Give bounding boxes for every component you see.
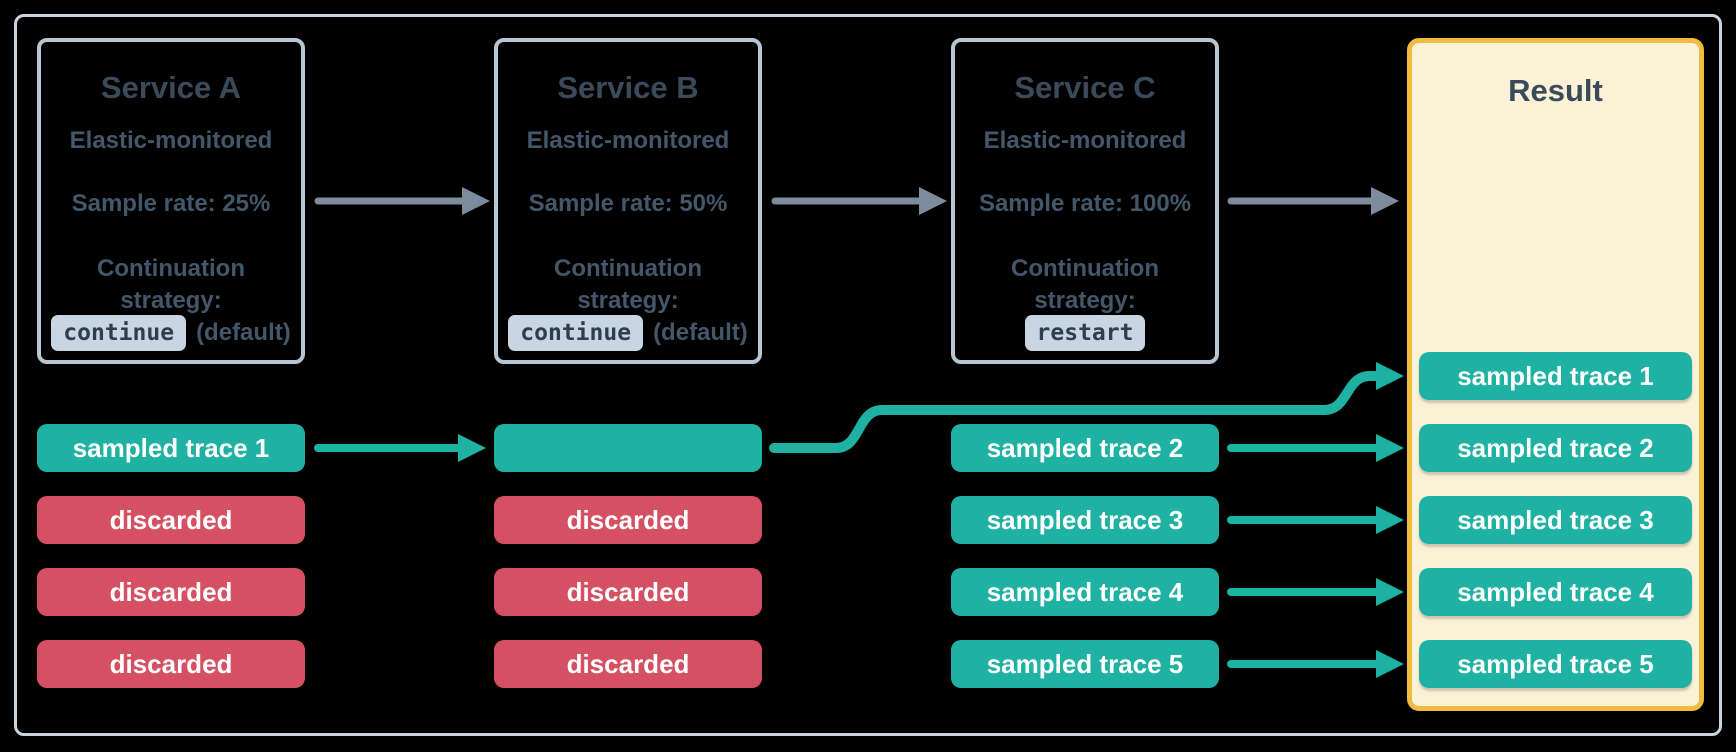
diagram-frame [14, 14, 1722, 736]
service-a-strategy-label: Continuation strategy: [97, 255, 245, 314]
service-b-strategy-label: Continuation strategy: [554, 255, 702, 314]
trace-chip-a-discarded-1: discarded [37, 496, 305, 544]
trace-chip-b-discarded-3: discarded [494, 640, 762, 688]
service-a-title: Service A [100, 70, 242, 105]
service-b-strategy-suffix: (default) [653, 319, 748, 346]
result-chip-sampled-1: sampled trace 1 [1419, 352, 1692, 400]
trace-chip-c-sampled-2: sampled trace 2 [951, 424, 1219, 472]
service-b-strategy-value: continue [508, 315, 644, 351]
service-a-strategy-row: continue (default) [41, 314, 301, 352]
service-a-strategy-suffix: (default) [196, 319, 291, 346]
trace-chip-a-discarded-2: discarded [37, 568, 305, 616]
service-a-sample-rate: Sample rate: 25% [71, 190, 271, 217]
service-b-monitoring: Elastic-monitored [526, 127, 730, 154]
result-title: Result [1508, 73, 1603, 108]
trace-chip-a-sampled-1: sampled trace 1 [37, 424, 305, 472]
trace-chip-a-discarded-3: discarded [37, 640, 305, 688]
service-c-sample-rate: Sample rate: 100% [978, 190, 1192, 217]
trace-chip-b-sampled-blank [494, 424, 762, 472]
service-c-monitoring: Elastic-monitored [983, 127, 1187, 154]
service-a-monitoring: Elastic-monitored [69, 127, 273, 154]
result-chip-sampled-4: sampled trace 4 [1419, 568, 1692, 616]
service-c-title: Service C [1014, 70, 1156, 105]
trace-chip-b-discarded-1: discarded [494, 496, 762, 544]
trace-chip-c-sampled-5: sampled trace 5 [951, 640, 1219, 688]
service-b-title: Service B [557, 70, 699, 105]
service-b-strategy-row: continue (default) [498, 314, 758, 352]
service-c-strategy-row: restart [955, 314, 1215, 352]
trace-chip-c-sampled-3: sampled trace 3 [951, 496, 1219, 544]
service-b-box: Service B Elastic-monitored Sample rate:… [494, 38, 762, 364]
service-c-strategy-value: restart [1024, 315, 1146, 351]
result-chip-sampled-2: sampled trace 2 [1419, 424, 1692, 472]
trace-chip-b-discarded-2: discarded [494, 568, 762, 616]
service-c-strategy-label: Continuation strategy: [1011, 255, 1159, 314]
service-b-sample-rate: Sample rate: 50% [528, 190, 728, 217]
trace-chip-c-sampled-4: sampled trace 4 [951, 568, 1219, 616]
result-chip-sampled-5: sampled trace 5 [1419, 640, 1692, 688]
service-a-box: Service A Elastic-monitored Sample rate:… [37, 38, 305, 364]
result-chip-sampled-3: sampled trace 3 [1419, 496, 1692, 544]
service-c-box: Service C Elastic-monitored Sample rate:… [951, 38, 1219, 364]
service-a-strategy-value: continue [51, 315, 187, 351]
